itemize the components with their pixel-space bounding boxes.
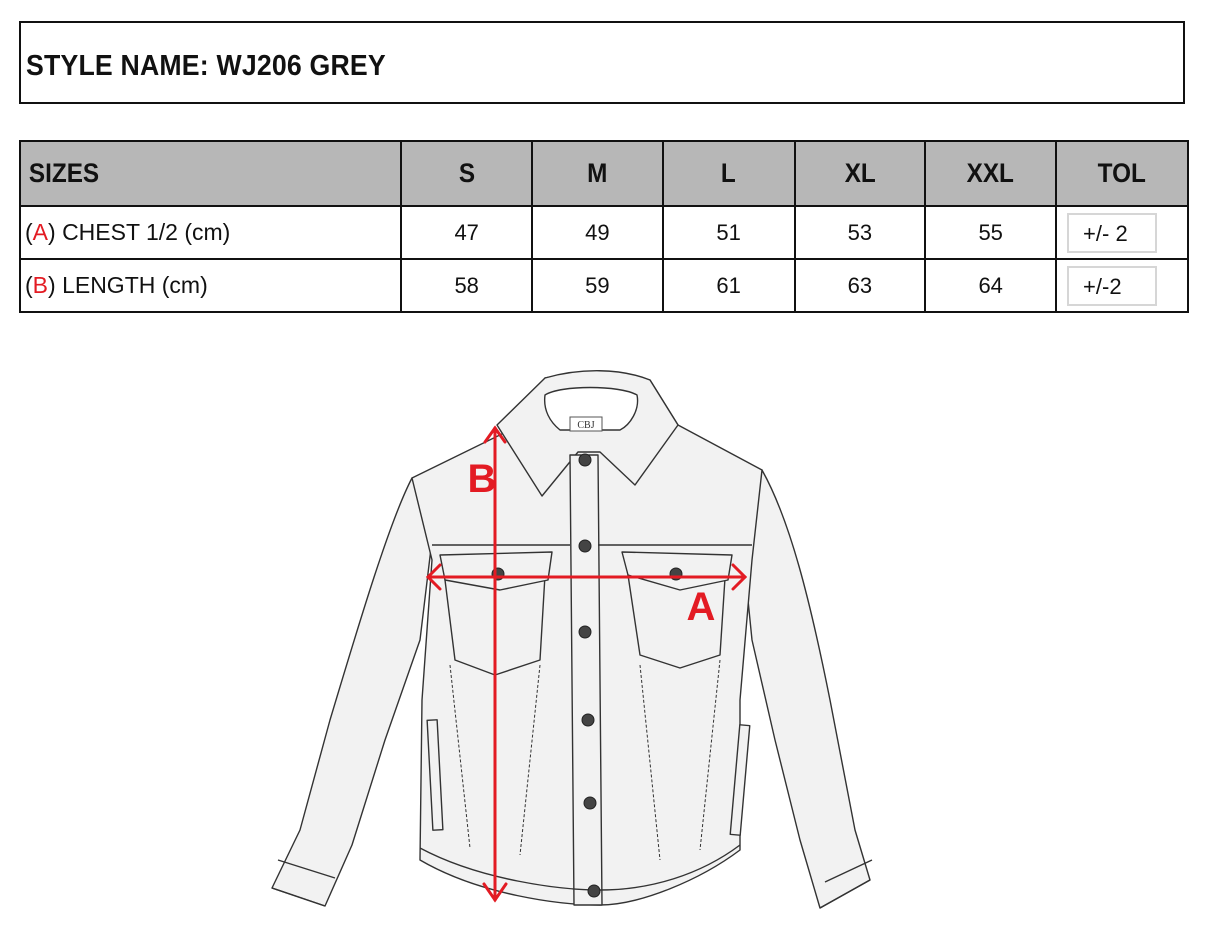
tol-box-chest: +/- 2 bbox=[1067, 212, 1158, 253]
header-size-l: L bbox=[661, 140, 796, 207]
cell-length-l: 61 bbox=[661, 258, 796, 313]
left-sleeve bbox=[271, 477, 433, 907]
header-sizes: SIZES bbox=[18, 140, 403, 207]
tol-box-length: +/-2 bbox=[1067, 265, 1158, 306]
row-label-chest: (A) CHEST 1/2 (cm) bbox=[18, 205, 403, 260]
table-row-chest: (A) CHEST 1/2 (cm) 47 49 51 53 55 +/- 2 bbox=[18, 205, 1189, 260]
style-name-box: STYLE NAME: WJ206 GREY bbox=[19, 21, 1185, 104]
row-label-length: (B) LENGTH (cm) bbox=[18, 258, 403, 313]
right-hand-pocket bbox=[729, 724, 751, 836]
left-hand-pocket bbox=[426, 719, 444, 831]
marker-b: B bbox=[32, 272, 49, 298]
cell-chest-m: 49 bbox=[531, 205, 664, 260]
right-sleeve bbox=[741, 469, 871, 909]
marker-a: A bbox=[32, 219, 49, 245]
header-size-s: S bbox=[400, 140, 534, 207]
style-name-title: STYLE NAME: WJ206 GREY bbox=[26, 50, 386, 82]
cell-chest-s: 47 bbox=[400, 205, 534, 260]
cell-length-xxl: 64 bbox=[924, 258, 1058, 313]
table-header-row: SIZES S M L XL XXL TOL bbox=[18, 140, 1189, 207]
cell-length-tol: +/-2 bbox=[1055, 258, 1189, 313]
header-size-xxl: XXL bbox=[924, 140, 1058, 207]
header-tol: TOL bbox=[1055, 140, 1189, 207]
cell-chest-l: 51 bbox=[661, 205, 796, 260]
size-chart-table: SIZES S M L XL XXL TOL (A) CHEST 1/2 (cm… bbox=[18, 140, 1189, 313]
neck-label: CBJ bbox=[577, 420, 594, 431]
cell-length-m: 59 bbox=[531, 258, 664, 313]
cell-chest-tol: +/- 2 bbox=[1055, 205, 1189, 260]
jacket-sketch: CBJ B A bbox=[271, 370, 873, 909]
table-row-length: (B) LENGTH (cm) 58 59 61 63 64 +/-2 bbox=[18, 258, 1189, 313]
cell-length-xl: 63 bbox=[793, 258, 927, 313]
header-size-m: M bbox=[531, 140, 664, 207]
cell-length-s: 58 bbox=[400, 258, 534, 313]
measure-a-label: A bbox=[687, 585, 716, 629]
measure-b-label: B bbox=[468, 457, 497, 501]
placket bbox=[569, 454, 603, 906]
header-size-xl: XL bbox=[793, 140, 927, 207]
cell-chest-xl: 53 bbox=[793, 205, 927, 260]
cell-chest-xxl: 55 bbox=[924, 205, 1058, 260]
